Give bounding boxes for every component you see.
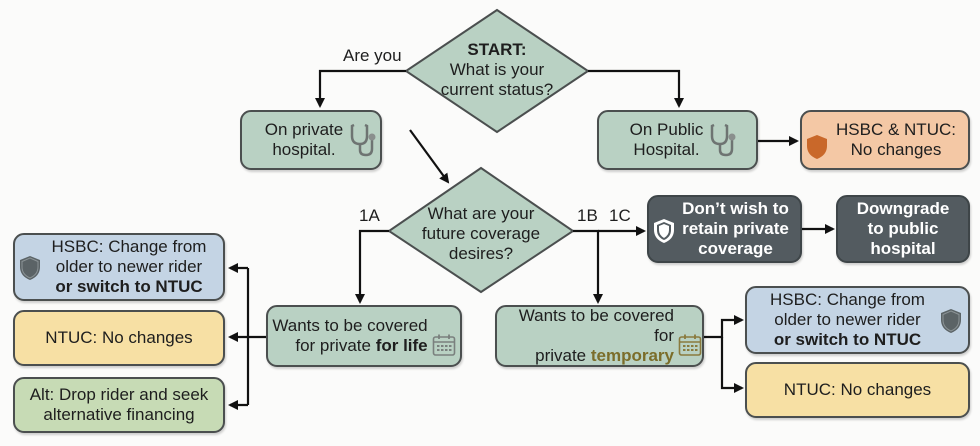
no-retain-node[interactable]: Don’t wish to retain private coverage <box>647 195 802 263</box>
start-line: What is your <box>449 60 545 79</box>
stethoscope-icon <box>711 123 736 157</box>
right-option-ntuc[interactable]: NTUC: No changes <box>745 362 970 418</box>
node-text: for private <box>295 336 376 355</box>
node-text: NTUC: No changes <box>45 328 193 347</box>
left-option-alt[interactable]: Alt: Drop rider and seek alternative fin… <box>13 377 225 433</box>
edge-temp-options <box>704 315 744 339</box>
node-text: private <box>535 346 591 365</box>
decision-diamond <box>387 166 575 294</box>
node-emphasis: for life <box>375 336 428 355</box>
node-text: On private <box>264 120 344 139</box>
stethoscope-icon <box>350 123 376 157</box>
node-text: HSBC & NTUC: <box>836 120 956 139</box>
node-text: Don’t wish to <box>682 199 789 218</box>
decision-question: What are your future coverage desires? <box>405 204 557 264</box>
edge-1a <box>355 229 389 304</box>
node-text: Wants to be covered for <box>518 306 674 345</box>
start-diamond <box>404 8 590 134</box>
node-text: Downgrade <box>856 199 950 218</box>
shield-icon <box>20 256 40 280</box>
decision-line: desires? <box>448 244 514 263</box>
for-life-node[interactable]: Wants to be covered for private for life <box>266 305 462 367</box>
edge-label-1c: 1C <box>609 206 631 225</box>
node-text: older to newer rider <box>774 310 921 329</box>
node-text: Hospital. <box>633 140 700 159</box>
node-text: older to newer rider <box>55 257 203 276</box>
shield-icon <box>941 309 961 333</box>
shield-icon <box>807 135 827 159</box>
decision-line: future coverage <box>421 224 541 243</box>
node-text: alternative financing <box>43 405 195 424</box>
start-title: START: <box>467 40 527 59</box>
start-line: current status? <box>440 80 554 99</box>
node-text: HSBC: Change from <box>51 237 207 256</box>
node-text: retain private <box>682 219 789 238</box>
shield-icon <box>654 219 674 243</box>
edge-start-private <box>315 69 406 108</box>
public-result-node[interactable]: HSBC & NTUC: No changes <box>800 110 970 170</box>
node-text: No changes <box>850 140 942 159</box>
left-option-hsbc[interactable]: HSBC: Change from older to newer rider o… <box>13 233 225 301</box>
start-question: START: What is your current status? <box>420 40 574 100</box>
node-text: On Public <box>629 120 704 139</box>
downgrade-node[interactable]: Downgrade to public hospital <box>836 195 970 263</box>
node-text: Alt: Drop rider and seek <box>29 385 209 404</box>
node-text: Wants to be covered <box>272 316 428 335</box>
temporary-node[interactable]: Wants to be covered for private temporar… <box>495 305 704 367</box>
public-hospital-node[interactable]: On Public Hospital. <box>597 110 758 170</box>
node-text: hospital. <box>272 140 336 159</box>
node-text: to public <box>867 219 939 238</box>
edge-label-1a: 1A <box>359 206 380 225</box>
edge-private-decision <box>409 129 450 184</box>
node-emphasis: or switch to NTUC <box>55 277 203 296</box>
calendar-icon <box>678 334 702 356</box>
edge-1b <box>573 229 603 304</box>
node-text: hospital <box>870 239 936 258</box>
edge-start-public <box>588 69 684 108</box>
node-text: coverage <box>698 239 773 258</box>
node-emphasis: temporary <box>590 346 674 365</box>
node-emphasis: or switch to NTUC <box>773 330 922 349</box>
calendar-icon <box>432 334 455 356</box>
edge-label-are-you: Are you <box>343 46 402 65</box>
private-hospital-node[interactable]: On private hospital. <box>240 110 382 170</box>
edge-label-1b: 1B <box>577 206 598 225</box>
left-option-ntuc[interactable]: NTUC: No changes <box>13 310 225 366</box>
decision-line: What are your <box>427 204 535 223</box>
node-text: HSBC: Change from <box>770 290 925 309</box>
right-option-hsbc[interactable]: HSBC: Change from older to newer rider o… <box>745 286 970 354</box>
node-text: NTUC: No changes <box>783 380 932 399</box>
